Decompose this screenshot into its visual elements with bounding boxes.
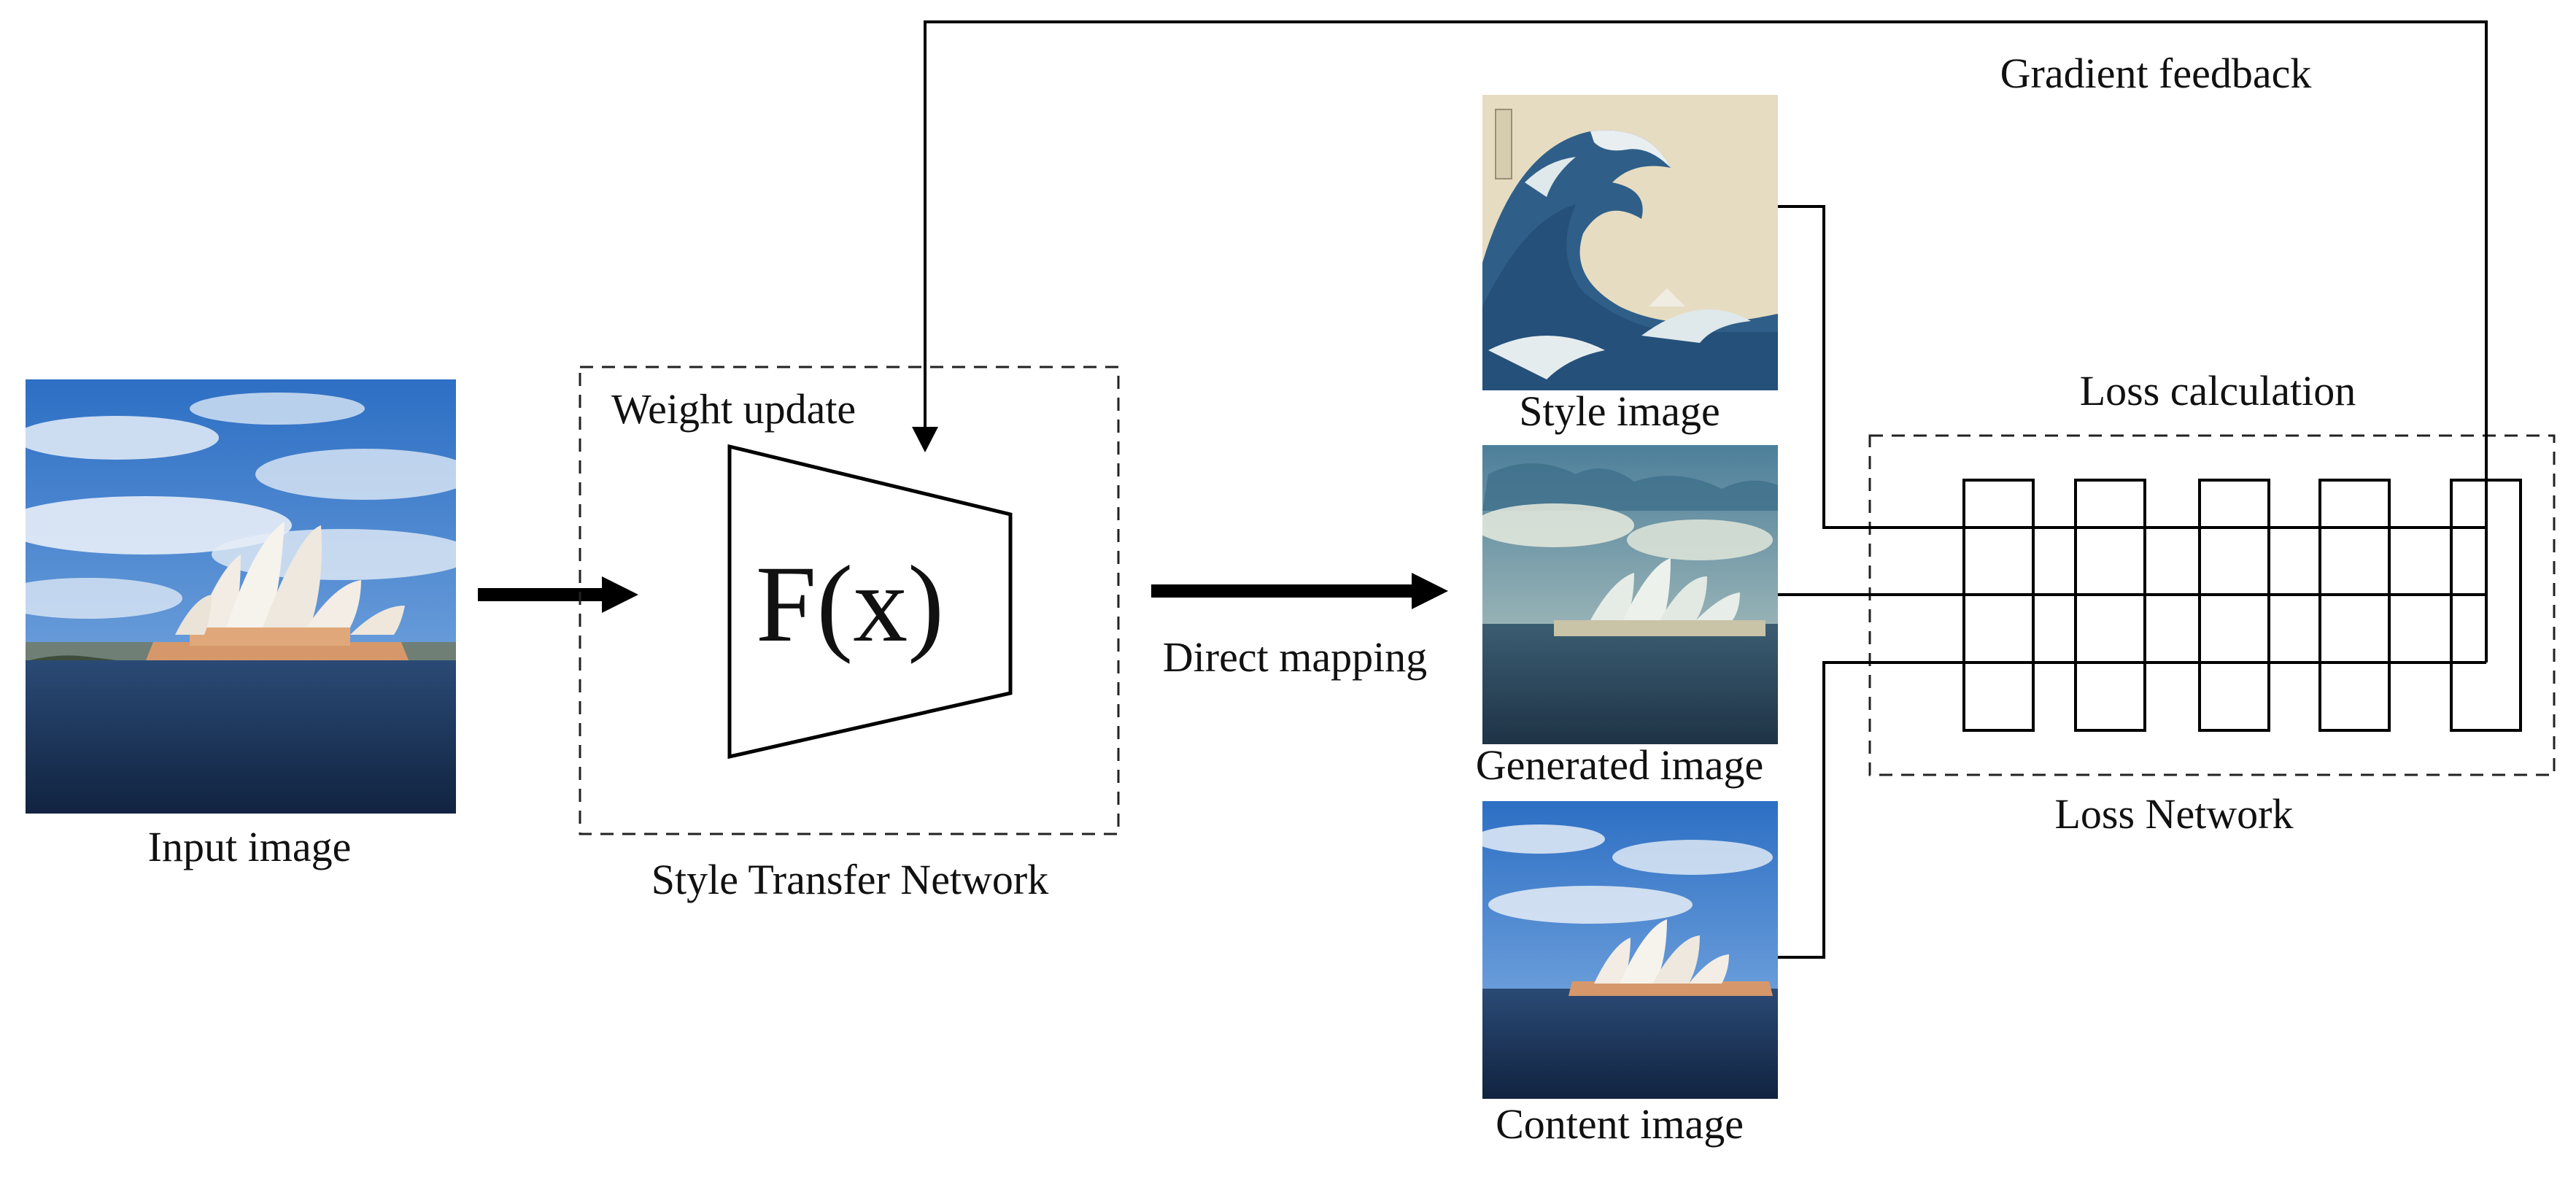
content-image-label: Content image [1496, 1100, 1744, 1148]
style-transfer-network-box [579, 366, 1120, 835]
connector-lines [1778, 205, 2488, 959]
loss-layer-4 [2318, 479, 2391, 732]
generated-image-label: Generated image [1476, 741, 1764, 789]
arrow-direct-mapping [1151, 573, 1448, 609]
style-image [1482, 95, 1778, 390]
gradient-feedback-label: Gradient feedback [2000, 50, 2312, 97]
loss-layer-1 [1962, 479, 2035, 732]
content-image [1482, 801, 1778, 1099]
loss-layer-3 [2198, 479, 2270, 732]
loss-network-box [1868, 434, 2556, 776]
weight-update-label: Weight update [611, 385, 856, 433]
style-transfer-network-label: Style Transfer Network [651, 856, 1049, 903]
loss-calculation-label: Loss calculation [2080, 367, 2356, 414]
style-image-label: Style image [1519, 387, 1720, 435]
fx-label: F(x) [756, 544, 944, 665]
arrow-input-to-network [478, 576, 638, 613]
generated-image [1482, 445, 1778, 744]
input-image-label: Input image [148, 823, 352, 870]
input-image [26, 379, 456, 814]
direct-mapping-label: Direct mapping [1163, 633, 1427, 681]
fx-trapezoid [727, 444, 1013, 760]
loss-network-label: Loss Network [2054, 790, 2293, 838]
loss-layer-2 [2074, 479, 2146, 732]
loss-network-layers [1962, 479, 2522, 732]
gradient-feedback-arrow [912, 20, 2488, 663]
